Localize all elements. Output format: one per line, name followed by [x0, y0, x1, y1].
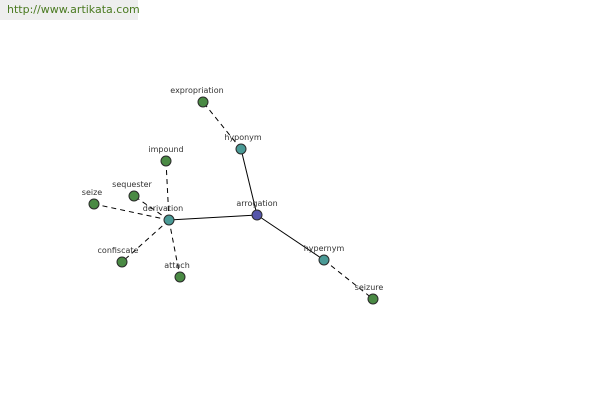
node-circle-hyponym[interactable] [235, 143, 247, 155]
node-circle-sequester[interactable] [128, 190, 140, 202]
node-label-seize[interactable]: seize [82, 188, 103, 197]
edge-derivation-confiscate [121, 219, 170, 263]
node-label-impound[interactable]: impound [148, 145, 183, 154]
node-label-sequester[interactable]: sequester [112, 180, 152, 189]
node-seize[interactable]: seize [82, 188, 103, 210]
node-circle-expropriation[interactable] [197, 96, 209, 108]
node-label-hypernym[interactable]: hypernym [304, 244, 345, 253]
node-attach[interactable]: attach [164, 261, 190, 283]
node-circle-derivation[interactable] [163, 214, 175, 226]
node-circle-seizure[interactable] [367, 293, 379, 305]
node-hypernym[interactable]: hypernym [304, 244, 345, 266]
edge-derivation-sequester [133, 195, 170, 221]
nodes-layer: arrogation hyponym hypernym derivation expro… [82, 86, 384, 305]
edge-hyponym-expropriation [202, 101, 242, 150]
node-label-arrogation[interactable]: arrogation [236, 199, 277, 208]
url-bar: http://www.artikata.com [0, 0, 140, 20]
node-derivation[interactable]: derivation [143, 204, 183, 226]
node-circle-arrogation[interactable] [251, 209, 263, 221]
node-label-seizure[interactable]: seizure [355, 283, 384, 292]
node-circle-confiscate[interactable] [116, 256, 128, 268]
edge-arrogation-hypernym [256, 214, 325, 261]
node-circle-impound[interactable] [160, 155, 172, 167]
edge-derivation-seize [93, 203, 170, 221]
edges-layer [93, 101, 374, 300]
node-seizure[interactable]: seizure [355, 283, 384, 305]
node-label-hyponym[interactable]: hyponym [224, 133, 262, 142]
node-label-expropriation[interactable]: expropriation [170, 86, 223, 95]
node-circle-hypernym[interactable] [318, 254, 330, 266]
node-impound[interactable]: impound [148, 145, 184, 167]
edge-derivation-attach [168, 219, 181, 278]
node-hyponym[interactable]: hyponym [224, 133, 262, 155]
node-expropriation[interactable]: expropriation [170, 86, 224, 108]
node-label-attach[interactable]: attach [164, 261, 190, 270]
edge-derivation-impound [165, 160, 170, 221]
node-label-confiscate[interactable]: confiscate [98, 246, 139, 255]
node-confiscate[interactable]: confiscate [98, 246, 139, 268]
node-arrogation[interactable]: arrogation [236, 199, 278, 221]
edge-arrogation-derivation [168, 214, 258, 221]
edge-hypernym-seizure [323, 259, 374, 300]
node-sequester[interactable]: sequester [112, 180, 153, 202]
edge-arrogation-hyponym [240, 148, 258, 216]
node-circle-attach[interactable] [174, 271, 186, 283]
node-label-derivation[interactable]: derivation [143, 204, 183, 213]
node-circle-seize[interactable] [88, 198, 100, 210]
site-url-link[interactable]: http://www.artikata.com [7, 3, 140, 16]
